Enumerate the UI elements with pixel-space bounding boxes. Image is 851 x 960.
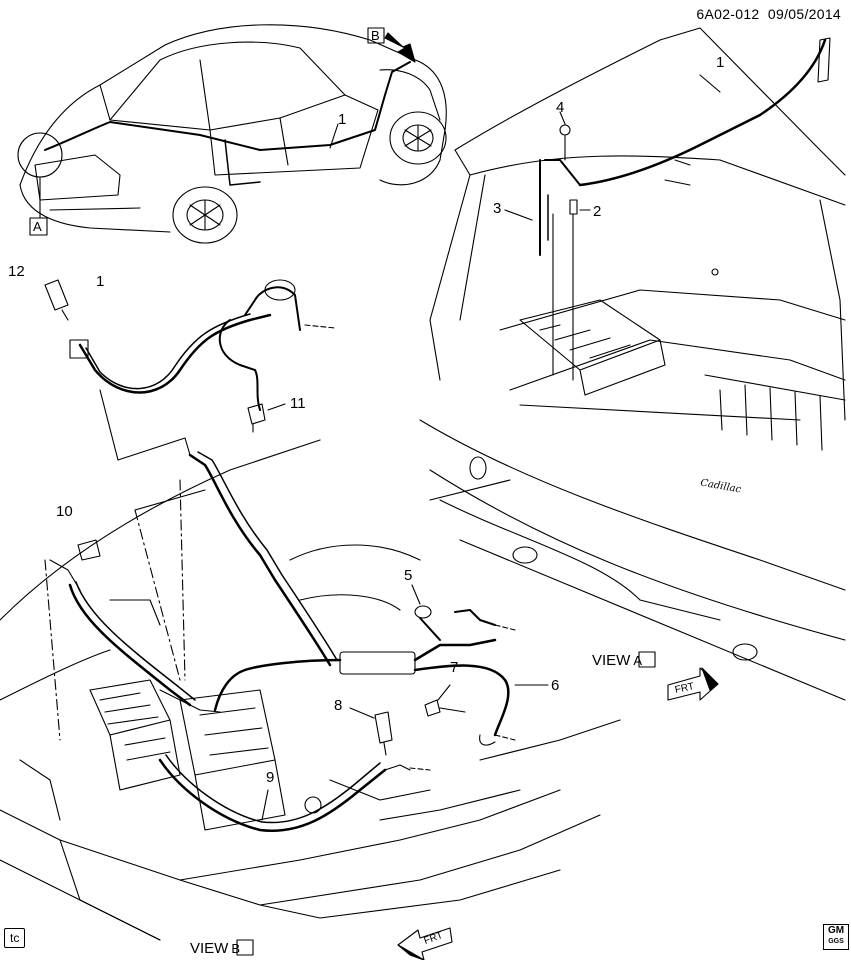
gm-logo-line2: GGS	[828, 938, 844, 945]
diagram-id: 6A02-012	[696, 6, 760, 22]
callout-2: 2	[593, 203, 602, 220]
trunk-view	[419, 27, 846, 701]
callout-1-trunk: 1	[716, 54, 725, 71]
view-marker-a: A	[33, 219, 42, 234]
callout-11: 11	[290, 395, 306, 412]
callout-12: 12	[8, 263, 25, 280]
callout-5: 5	[404, 567, 413, 584]
gm-logo-line1: GM	[827, 925, 845, 936]
callout-8: 8	[334, 697, 343, 714]
frt-arrow-view-a	[667, 667, 719, 701]
callout-6: 6	[551, 677, 560, 694]
frt-arrow-view-b	[397, 927, 453, 960]
view-a-letter: A	[633, 653, 643, 668]
exploded-harness	[44, 279, 549, 833]
callout-7: 7	[450, 659, 459, 676]
callout-9: 9	[266, 769, 275, 786]
view-b-text: VIEW	[190, 940, 229, 957]
callout-3: 3	[493, 200, 502, 217]
view-b-box	[236, 939, 254, 956]
corner-tag: tc	[4, 928, 26, 948]
view-b-letter: B	[231, 941, 241, 956]
callout-1-car: 1	[338, 111, 347, 128]
callout-1-harness: 1	[96, 273, 105, 290]
view-a-text: VIEW	[592, 652, 631, 669]
engine-bay-view	[0, 439, 621, 941]
view-marker-b: B	[371, 28, 380, 43]
view-a-box	[638, 651, 656, 668]
gm-logo: GM GGS	[823, 924, 849, 950]
diagram-date: 09/05/2014	[767, 6, 841, 22]
callout-10: 10	[56, 503, 73, 520]
callout-4: 4	[556, 99, 565, 116]
car-overview	[17, 24, 447, 244]
diagram-header: 6A02-012 09/05/2014	[696, 6, 841, 22]
